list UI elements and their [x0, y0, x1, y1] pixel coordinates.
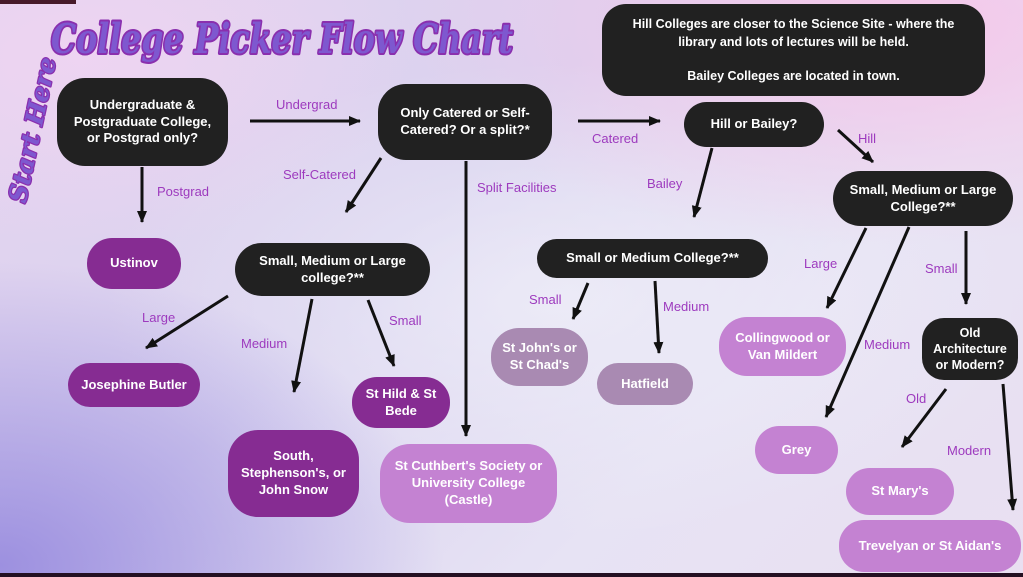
edge-label-medium-mid: Medium	[663, 299, 710, 314]
edge-label-large-right: Large	[804, 256, 838, 271]
node-college-st-hild-bede: St Hild & St Bede	[352, 377, 450, 428]
node-college-trevelyan-st-aidans: Trevelyan or St Aidan's	[839, 520, 1021, 572]
edge-label-undergrad: Undergrad	[276, 97, 338, 112]
edge-label-old: Old	[906, 391, 927, 406]
node-college-hatfield: Hatfield	[597, 363, 693, 405]
edge-label-small-right: Small	[925, 261, 958, 276]
node-college-ustinov: Ustinov	[87, 238, 181, 289]
node-question-architecture: Old Architecture or Modern?	[922, 318, 1018, 380]
edge-label-small-left: Small	[389, 313, 422, 328]
edge-label-large-left: Large	[142, 310, 176, 325]
edge-label-medium-left: Medium	[241, 336, 288, 351]
page-title: College Picker Flow Chart	[51, 15, 513, 63]
edge-label-small-mid: Small	[529, 292, 562, 307]
node-question-catering: Only Catered or Self-Catered? Or a split…	[378, 84, 552, 160]
info-box-hill-bailey: Hill Colleges are closer to the Science …	[602, 4, 985, 96]
edge-label-split-facilities: Split Facilities	[477, 180, 557, 195]
arrow-small-left	[366, 299, 396, 367]
arrow-medium-mid	[653, 280, 664, 354]
node-college-josephine-butler: Josephine Butler	[68, 363, 200, 407]
arrow-medium-right	[824, 226, 911, 418]
edge-label-medium-right: Medium	[864, 337, 911, 352]
arrow-bailey	[691, 147, 714, 218]
edge-label-hill: Hill	[858, 131, 877, 146]
node-question-size-hill: Small, Medium or Large College?**	[833, 171, 1013, 226]
node-college-st-cuthberts-castle: St Cuthbert's Society or University Coll…	[380, 444, 557, 523]
node-college-grey: Grey	[755, 426, 838, 474]
info-paragraph-hill: Hill Colleges are closer to the Science …	[632, 16, 955, 49]
node-college-st-marys: St Mary's	[846, 468, 954, 515]
node-question-hill-or-bailey: Hill or Bailey?	[684, 102, 824, 147]
edge-label-catered: Catered	[592, 131, 639, 146]
node-college-south-stephenson-johnsnow: South, Stephenson's, or John Snow	[228, 430, 359, 517]
top-edge-bar	[0, 0, 76, 4]
edge-label-self-catered: Self-Catered	[283, 167, 356, 182]
bottom-edge-bar	[0, 573, 1023, 577]
edge-label-bailey: Bailey	[647, 176, 683, 191]
node-question-size-selfcatered: Small, Medium or Large college?**	[235, 243, 430, 296]
arrow-small-mid	[571, 282, 590, 320]
info-paragraph-bailey: Bailey Colleges are located in town.	[687, 69, 900, 84]
node-college-collingwood-vanmildert: Collingwood or Van Mildert	[719, 317, 846, 376]
arrow-modern	[1001, 383, 1018, 511]
edge-label-postgrad: Postgrad	[157, 184, 210, 199]
edge-label-modern: Modern	[947, 443, 992, 458]
node-college-st-johns-chads: St John's or St Chad's	[491, 328, 588, 386]
arrow-medium-left	[291, 298, 314, 393]
node-question-degree: Undergraduate & Postgraduate College, or…	[57, 78, 228, 166]
start-here-label: Start Here	[3, 55, 62, 206]
node-question-size-bailey: Small or Medium College?**	[537, 239, 768, 278]
